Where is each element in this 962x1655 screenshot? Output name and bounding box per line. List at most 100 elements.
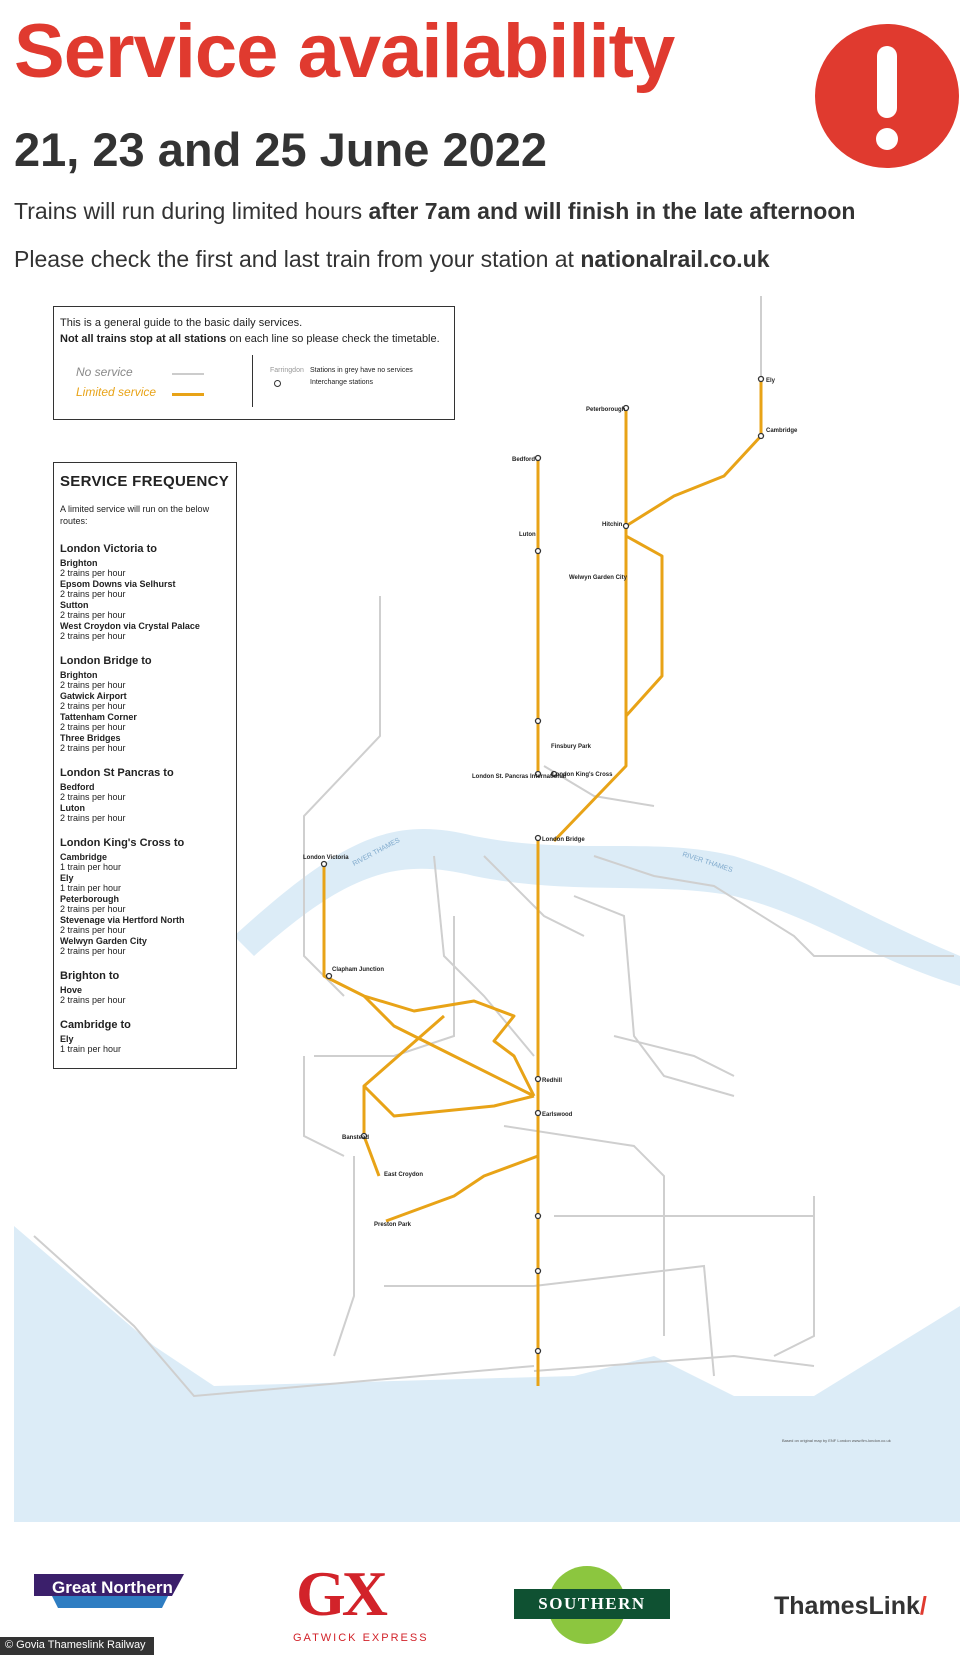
map-legend: This is a general guide to the basic dai… bbox=[53, 306, 455, 420]
frequency-destination: Gatwick Airport bbox=[60, 691, 127, 701]
frequency-intro: A limited service will run on the below … bbox=[60, 504, 210, 526]
thameslink-logo: ThamesLink/ bbox=[774, 1592, 927, 1621]
frequency-destination: Ely bbox=[60, 1034, 74, 1044]
hours-notice-prefix: Trains will run during limited hours bbox=[14, 198, 369, 224]
frequency-rate: 2 trains per hour bbox=[60, 792, 126, 802]
national-rail-link[interactable]: nationalrail.co.uk bbox=[580, 246, 770, 272]
frequency-destination: Welwyn Garden City bbox=[60, 936, 147, 946]
check-notice: Please check the first and last train fr… bbox=[14, 246, 769, 273]
frequency-rate: 2 trains per hour bbox=[60, 568, 126, 578]
legend-grey-note: Stations in grey have no services bbox=[310, 367, 413, 374]
service-frequency-panel: SERVICE FREQUENCY A limited service will… bbox=[53, 462, 237, 1069]
frequency-destination: Ely bbox=[60, 873, 74, 883]
station-label: London Victoria bbox=[303, 855, 349, 861]
frequency-group-heading: Brighton to bbox=[60, 970, 120, 982]
legend-no-service: No service bbox=[76, 365, 133, 379]
frequency-destination: Brighton bbox=[60, 670, 98, 680]
legend-grey-example: Farringdon bbox=[270, 367, 304, 374]
frequency-rate: 2 trains per hour bbox=[60, 680, 126, 690]
frequency-destination: Luton bbox=[60, 803, 85, 813]
station-label: Luton bbox=[519, 532, 536, 538]
station-label: Cambridge bbox=[766, 428, 798, 434]
great-northern-logo-icon bbox=[34, 1574, 184, 1608]
station-labels: Ely Cambridge Peterborough Hitchin Welwy… bbox=[303, 378, 798, 1228]
frequency-rate: 2 trains per hour bbox=[60, 722, 126, 732]
frequency-rate: 1 train per hour bbox=[60, 1044, 122, 1054]
frequency-group-heading: London Bridge to bbox=[60, 655, 152, 667]
station-label: Redhill bbox=[542, 1078, 562, 1084]
frequency-rate: 2 trains per hour bbox=[60, 946, 126, 956]
hours-notice-bold: after 7am and will finish in the late af… bbox=[368, 198, 856, 224]
gatwick-express-logo: GX bbox=[296, 1558, 388, 1629]
southern-logo-text: SOUTHERN bbox=[538, 1594, 646, 1613]
frequency-destination: Bedford bbox=[60, 782, 95, 792]
frequency-group-heading: London King's Cross to bbox=[60, 837, 185, 849]
station-label: Ely bbox=[766, 378, 776, 384]
frequency-destination: Epsom Downs via Selhurst bbox=[60, 579, 176, 589]
thameslink-logo-slash: / bbox=[919, 1592, 927, 1620]
frequency-title: SERVICE FREQUENCY bbox=[60, 473, 230, 490]
legend-divider bbox=[252, 355, 253, 407]
station-label: East Croydon bbox=[384, 1172, 423, 1178]
legend-no-service-line bbox=[172, 373, 204, 375]
station-label: Clapham Junction bbox=[332, 967, 384, 973]
frequency-group-heading: London Victoria to bbox=[60, 543, 157, 555]
frequency-destination: Hove bbox=[60, 985, 83, 995]
map-credit: Based on original map by ENF London www.… bbox=[782, 1438, 891, 1443]
frequency-rate: 2 trains per hour bbox=[60, 701, 126, 711]
hours-notice: Trains will run during limited hours aft… bbox=[14, 198, 855, 225]
southern-logo-band bbox=[514, 1589, 670, 1619]
operator-logos: Great Northern GX GATWICK EXPRESS SOUTHE… bbox=[0, 1548, 962, 1644]
network-map: RIVER THAMES RIVER THAMES bbox=[14, 296, 960, 1522]
river-thames bbox=[234, 829, 960, 986]
frequency-rate: 1 train per hour bbox=[60, 883, 122, 893]
station-label: Welwyn Garden City bbox=[569, 575, 628, 581]
frequency-destination: Sutton bbox=[60, 600, 89, 610]
thameslink-logo-text: ThamesLink bbox=[774, 1592, 920, 1620]
station-label: Hitchin bbox=[602, 522, 623, 528]
frequency-destination: Brighton bbox=[60, 558, 98, 568]
frequency-destination: Stevenage via Hertford North bbox=[60, 915, 185, 925]
frequency-rate: 2 trains per hour bbox=[60, 589, 126, 599]
legend-stops-bold: Not all trains stop at all stations bbox=[60, 333, 227, 345]
frequency-destination: Peterborough bbox=[60, 894, 120, 904]
coastline bbox=[14, 1226, 960, 1522]
frequency-rate: 2 trains per hour bbox=[60, 743, 126, 753]
footer-credit: © Govia Thameslink Railway bbox=[0, 1637, 154, 1655]
interchange-stations bbox=[320, 375, 765, 1355]
station-label: London King's Cross bbox=[552, 772, 613, 778]
check-notice-prefix: Please check the first and last train fr… bbox=[14, 246, 581, 272]
frequency-rate: 2 trains per hour bbox=[60, 925, 126, 935]
legend-limited-service-line bbox=[172, 393, 204, 396]
station-label: London St. Pancras International bbox=[472, 774, 566, 780]
no-service-lines bbox=[33, 296, 954, 1398]
gatwick-express-subtitle: GATWICK EXPRESS bbox=[293, 1632, 429, 1644]
station-label: Preston Park bbox=[374, 1222, 412, 1228]
legend-stops-rest: on each line so please check the timetab… bbox=[226, 333, 440, 345]
legend-guide-text: This is a general guide to the basic dai… bbox=[60, 317, 303, 329]
frequency-rate: 2 trains per hour bbox=[60, 610, 126, 620]
legend-stops-warning: Not all trains stop at all stations on e… bbox=[60, 333, 440, 345]
station-label: Bedford bbox=[512, 457, 535, 463]
exclamation-alert-icon bbox=[815, 24, 959, 168]
frequency-rate: 2 trains per hour bbox=[60, 995, 126, 1005]
great-northern-logo-text: Great Northern bbox=[52, 1578, 173, 1597]
frequency-rate: 2 trains per hour bbox=[60, 904, 126, 914]
frequency-destination: Three Bridges bbox=[60, 733, 121, 743]
frequency-destination: Cambridge bbox=[60, 852, 108, 862]
frequency-destination: Tattenham Corner bbox=[60, 712, 137, 722]
frequency-rate: 2 trains per hour bbox=[60, 631, 126, 641]
interchange-circle-icon bbox=[274, 380, 281, 387]
frequency-rate: 2 trains per hour bbox=[60, 813, 126, 823]
station-label: Finsbury Park bbox=[551, 744, 592, 750]
frequency-rate: 1 train per hour bbox=[60, 862, 122, 872]
station-label: Earlswood bbox=[542, 1112, 573, 1118]
station-label: Peterborough bbox=[586, 407, 626, 413]
page-title: Service availability bbox=[14, 9, 675, 94]
legend-limited-service: Limited service bbox=[76, 385, 157, 399]
legend-interchange-note: Interchange stations bbox=[310, 379, 374, 386]
station-label: London Bridge bbox=[542, 837, 585, 843]
frequency-group-heading: Cambridge to bbox=[60, 1019, 131, 1031]
service-dates: 21, 23 and 25 June 2022 bbox=[14, 123, 547, 176]
